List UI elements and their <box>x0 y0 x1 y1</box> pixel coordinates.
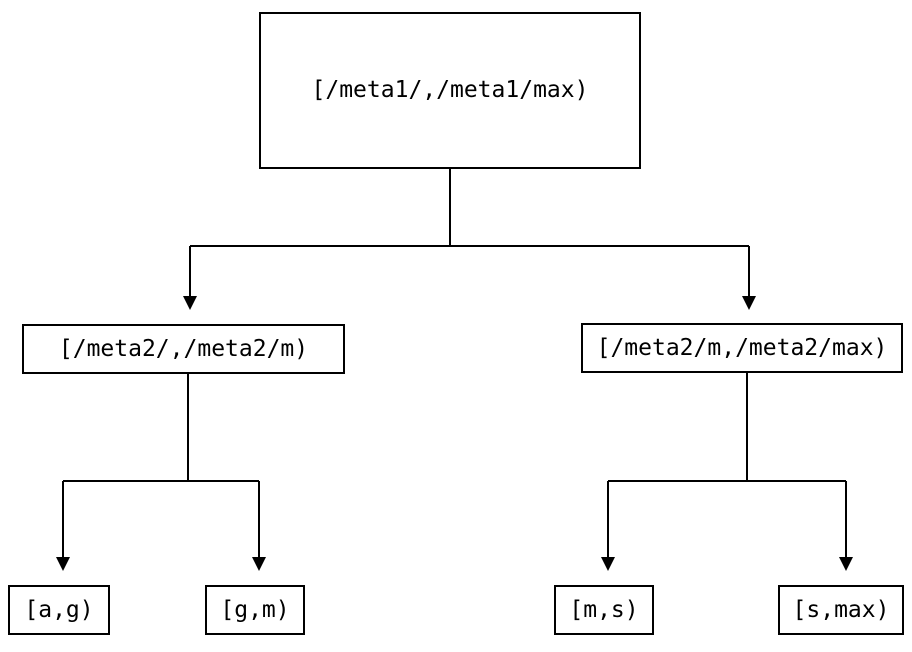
tree-leaf-ag-label: [a,g) <box>24 596 94 623</box>
connector-line <box>607 373 847 559</box>
tree-node-meta2-upper-label: [/meta2/m,/meta2/max) <box>596 334 888 361</box>
tree-node-root-label: [/meta1/,/meta1/max) <box>311 77 589 103</box>
tree-leaf-smax-label: [s,max) <box>792 596 890 623</box>
connector-line <box>62 374 260 559</box>
arrowhead-down-icon <box>56 557 70 571</box>
tree-node-meta2-lower: [/meta2/,/meta2/m) <box>22 324 345 374</box>
arrowhead-down-icon <box>601 557 615 571</box>
edge-root-to-level2 <box>183 169 756 310</box>
tree-leaf-ms: [m,s) <box>554 585 654 635</box>
tree-leaf-ms-label: [m,s) <box>569 596 639 623</box>
tree-leaf-gm: [g,m) <box>205 585 305 635</box>
tree-node-meta2-upper: [/meta2/m,/meta2/max) <box>581 323 903 373</box>
tree-leaf-smax: [s,max) <box>778 585 904 635</box>
arrowhead-down-icon <box>183 296 197 310</box>
tree-node-meta2-lower-label: [/meta2/,/meta2/m) <box>58 335 309 362</box>
tree-leaf-ag: [a,g) <box>8 585 110 635</box>
connector-line <box>189 169 750 298</box>
edge-right-node-to-leaves <box>601 373 853 571</box>
tree-leaf-gm-label: [g,m) <box>220 596 290 623</box>
tree-node-root: [/meta1/,/meta1/max) <box>259 12 641 169</box>
edge-left-node-to-leaves <box>56 374 266 571</box>
arrowhead-down-icon <box>839 557 853 571</box>
arrowhead-down-icon <box>742 296 756 310</box>
arrowhead-down-icon <box>252 557 266 571</box>
